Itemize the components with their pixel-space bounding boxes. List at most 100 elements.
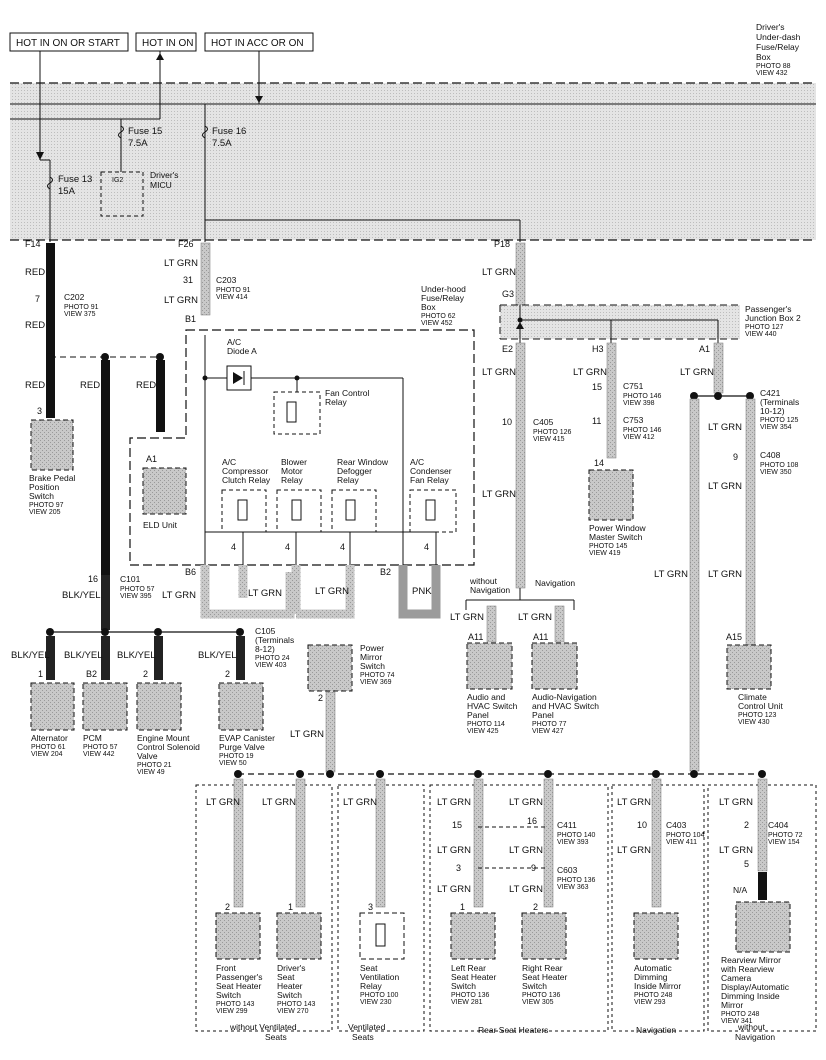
terminal-b1: B1 [185,314,196,324]
svg-text:C408: C408 [760,450,781,460]
arrow-icon [156,53,164,60]
svg-text:Relay: Relay [325,397,347,407]
svg-text:VIEW 299: VIEW 299 [216,1008,248,1015]
svg-text:C753: C753 [623,415,644,425]
svg-text:Left Rear: Left Rear [451,963,486,973]
svg-text:Seat: Seat [277,972,295,982]
ac-compressor-clutch-relay: A/C Compressor Clutch Relay [221,457,271,533]
audio-hvac-switch-panel: Audio and HVAC Switch Panel PHOTO 114 VI… [466,642,518,735]
wire-label-na: N/A [733,885,748,895]
svg-text:PHOTO 19: PHOTO 19 [219,753,254,760]
svg-text:Camera: Camera [721,973,752,983]
wire-label-ltgrn: LT GRN [343,797,377,808]
svg-text:VIEW 49: VIEW 49 [137,769,165,776]
driver-seat-heater-switch: 1 Driver's Seat Heater Switch PHOTO 143 … [276,902,322,1015]
svg-text:VIEW 305: VIEW 305 [522,999,554,1006]
wire-label-red: RED [25,380,45,391]
svg-text:2: 2 [744,820,749,830]
svg-text:Seat Heater: Seat Heater [451,972,497,982]
option-without-navigation: Navigation [470,585,510,595]
underhood-fuse-relay-box [129,329,475,566]
svg-text:IG2: IG2 [112,177,123,184]
svg-text:Passenger's: Passenger's [745,304,792,314]
svg-text:Power: Power [360,643,384,653]
svg-text:Fuse 16: Fuse 16 [212,126,246,137]
svg-text:Seat Heater: Seat Heater [522,972,568,982]
ltgrn-wire-rearview [757,778,768,872]
underhood-box-label: Under-hood Fuse/Relay Box PHOTO 62 VIEW … [421,284,466,327]
svg-text:PHOTO 97: PHOTO 97 [29,502,64,509]
terminal-e2: E2 [502,344,513,354]
wire-label-ltgrn: LT GRN [518,612,552,623]
svg-text:PHOTO 136: PHOTO 136 [522,992,560,999]
svg-text:(Terminals: (Terminals [760,397,799,407]
svg-text:7.5A: 7.5A [128,138,148,149]
svg-text:PHOTO 108: PHOTO 108 [760,462,798,469]
svg-text:PHOTO 125: PHOTO 125 [760,417,798,424]
svg-text:Inside Mirror: Inside Mirror [634,981,681,991]
wire-label-ltgrn: LT GRN [509,845,543,856]
svg-text:Seat: Seat [360,963,378,973]
svg-text:Box: Box [756,52,771,62]
wire-label-ltgrn: LT GRN [248,588,282,599]
fuse-box-area [10,83,816,240]
wire-label-ltgrn: LT GRN [437,845,471,856]
option-boxes [195,784,817,1032]
svg-text:Under-dash: Under-dash [756,32,801,42]
svg-text:PHOTO 143: PHOTO 143 [277,1001,315,1008]
svg-text:PHOTO 57: PHOTO 57 [120,586,155,593]
splice-dot [202,375,208,381]
wire-label-red: RED [80,380,100,391]
lower-bus-splices [234,770,766,778]
wire-label-blkyel: BLK/YEL [64,650,103,661]
splice-dot [46,353,54,361]
svg-text:VIEW 50: VIEW 50 [219,760,247,767]
svg-text:14: 14 [594,458,604,468]
svg-text:Switch: Switch [451,981,476,991]
wire-label-pnk: PNK [412,586,432,597]
svg-text:PHOTO 74: PHOTO 74 [360,672,395,679]
wire-label-ltgrn: LT GRN [719,797,753,808]
svg-text:EVAP Canister: EVAP Canister [219,733,275,743]
option-navigation: Navigation [535,578,575,588]
relay-pin: 4 [231,542,236,552]
svg-text:C403: C403 [666,820,687,830]
ltgrn-wire-frontpass [233,778,244,908]
blkyel-wire [101,636,110,680]
svg-text:15: 15 [452,820,462,830]
svg-text:PHOTO 127: PHOTO 127 [745,324,783,331]
power-window-master-switch: 14 Power Window Master Switch PHOTO 145 … [588,458,647,557]
wire-label-ltgrn: LT GRN [482,367,516,378]
svg-text:VIEW 415: VIEW 415 [533,436,565,443]
svg-text:VIEW 350: VIEW 350 [760,469,792,476]
svg-text:VIEW 414: VIEW 414 [216,294,248,301]
connector-c403: 10 C403 PHOTO 104 VIEW 411 [637,820,704,846]
blkyel-wire [236,636,245,680]
svg-text:Climate: Climate [738,692,767,702]
connector-c202: 7 C202 PHOTO 91 VIEW 375 [35,292,99,318]
ltgrn-wire-mirror-switch [325,691,336,773]
svg-text:PHOTO 140: PHOTO 140 [557,832,595,839]
ltgrn-wire-autodim [651,778,662,908]
svg-text:Dimming Inside: Dimming Inside [721,991,780,1001]
connector-c753: 11 C753 PHOTO 146 VIEW 412 [592,415,661,441]
wire-label-ltgrn: LT GRN [290,729,324,740]
ltgrn-wire-mirror [689,398,700,772]
junction-box-label: Passenger's Junction Box 2 PHOTO 127 VIE… [745,304,801,338]
wire-label-red: RED [136,380,156,391]
option-ventilated-seats: Ventilated [348,1022,386,1032]
terminal-h3: H3 [592,344,604,354]
svg-text:Valve: Valve [137,751,158,761]
svg-text:C411: C411 [557,820,577,830]
connector-c404: 2 C404 PHOTO 72 VIEW 154 [744,820,803,846]
svg-text:Junction Box 2: Junction Box 2 [745,313,801,323]
svg-text:Blower: Blower [281,457,307,467]
passenger-junction-box-2 [500,305,740,339]
option-navigation-2: Navigation [636,1025,676,1035]
svg-text:VIEW 442: VIEW 442 [83,751,115,758]
driver-micu: IG2 Driver's MICU [100,170,179,217]
svg-text:3: 3 [368,902,373,912]
wire-label-blkyel: BLK/YEL [117,650,156,661]
svg-text:MICU: MICU [150,180,172,190]
